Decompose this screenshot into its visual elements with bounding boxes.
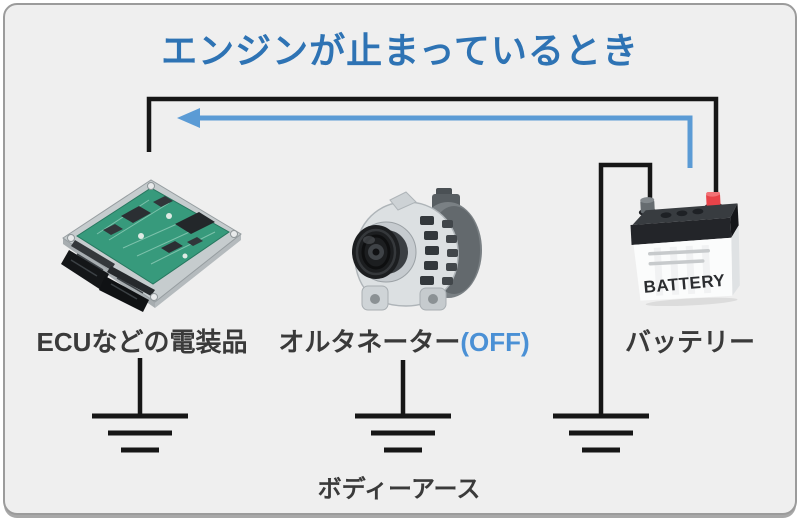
battery-case: BATTERY (633, 225, 740, 301)
alternator-top-lug (389, 191, 417, 211)
ecu-corner-screws (67, 182, 238, 301)
alternator-mount-lugs (361, 285, 447, 311)
alternator-label-text: オルタネーター (278, 327, 461, 357)
diagram-title: エンジンが止まっているとき (161, 30, 639, 71)
alternator-label: オルタネーター(OFF) (278, 322, 529, 359)
battery-image: BATTERY (630, 192, 740, 306)
battery-label: バッテリー (624, 327, 756, 357)
ecu-pcb-board (76, 187, 230, 285)
alternator-status-off: (OFF) (460, 327, 530, 357)
ground-symbol-alternator-icon (355, 413, 451, 453)
ecu-chips (103, 196, 215, 259)
ecu-connectors (61, 240, 155, 312)
body-earth-label: ボディーアース (317, 476, 481, 503)
current-arrow-shaft (197, 115, 693, 168)
battery-top (630, 203, 739, 245)
positive-supply-wire (146, 96, 719, 210)
alternator-vent-slots (420, 216, 458, 285)
current-flow-arrow (177, 108, 693, 168)
ecu-image (61, 179, 242, 312)
current-arrowhead-icon (177, 108, 200, 128)
ground-symbol-ecu-icon (92, 413, 188, 453)
ecu-label: ECUなどの電装品 (36, 327, 248, 357)
ground-symbol-battery-icon (553, 413, 649, 453)
negative-ground-wire (598, 162, 653, 414)
alternator-pulley-icon (352, 225, 400, 279)
alternator-image (352, 188, 482, 311)
